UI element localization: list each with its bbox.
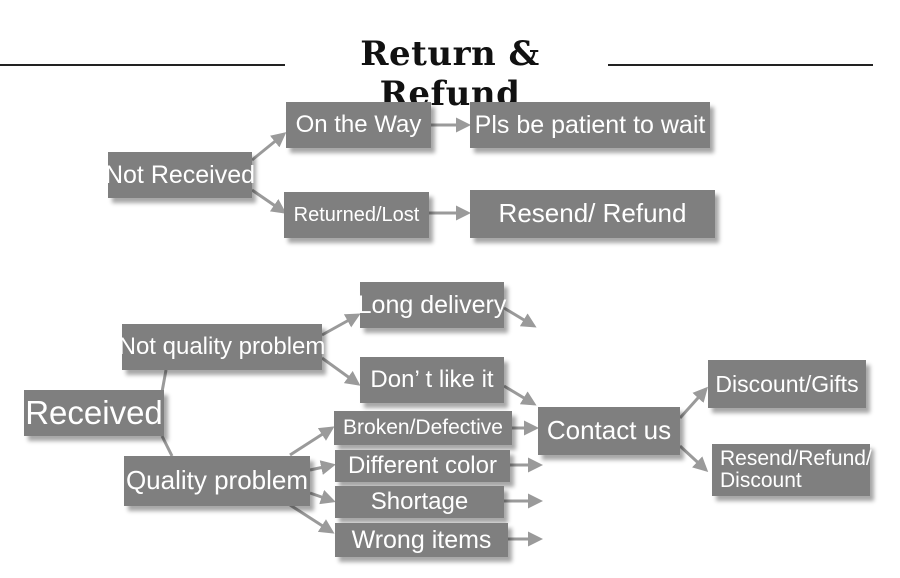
node-contact-us: Contact us: [538, 407, 680, 455]
node-on-the-way: On the Way: [286, 102, 431, 148]
node-not-received: Not Received: [105, 152, 255, 198]
title-rule-right: [608, 64, 873, 66]
arrow-contact-to-resend-refund-discount: [678, 444, 709, 473]
node-be-patient: Pls be patient to wait: [470, 102, 710, 148]
node-resend-refund-discount: Resend/Refund/ Discount: [712, 444, 872, 496]
arrow-not-received-to-on-the-way: [251, 132, 287, 162]
node-different-color: Different color: [335, 450, 510, 482]
arrow-quality-to-wrong-items: [289, 503, 335, 534]
connector-received-to-quality: [160, 435, 174, 457]
arrow-quality-to-broken: [289, 426, 335, 457]
arrow-not-quality-to-long-delivery: [321, 313, 361, 337]
arrow-contact-to-discount: [678, 386, 709, 420]
title-rule-left: [0, 64, 285, 66]
node-discount-gifts: Discount/Gifts: [708, 360, 866, 408]
arrow-not-received-to-returned-lost: [251, 188, 287, 214]
node-long-delivery: Long delivery: [358, 282, 506, 328]
connector-received-to-not-quality: [160, 369, 168, 393]
arrow-quality-to-shortage: [309, 489, 336, 505]
node-returned-lost: Returned/Lost: [284, 192, 429, 238]
arrow-dont-like-to-contact: [503, 384, 537, 406]
node-not-quality-problem: Not quality problem: [119, 324, 325, 370]
node-wrong-items: Wrong items: [335, 523, 508, 557]
node-quality-problem: Quality problem: [124, 456, 310, 506]
arrow-not-quality-to-dont-like: [321, 356, 361, 386]
node-broken-defective: Broken/Defective: [334, 411, 512, 445]
arrow-long-delivery-out: [503, 306, 537, 328]
node-dont-like-it: Don’ t like it: [360, 357, 504, 403]
node-shortage: Shortage: [335, 486, 504, 518]
arrow-quality-to-different-color: [309, 460, 336, 475]
node-resend-refund: Resend/ Refund: [470, 190, 715, 238]
node-received: Received: [24, 390, 164, 436]
